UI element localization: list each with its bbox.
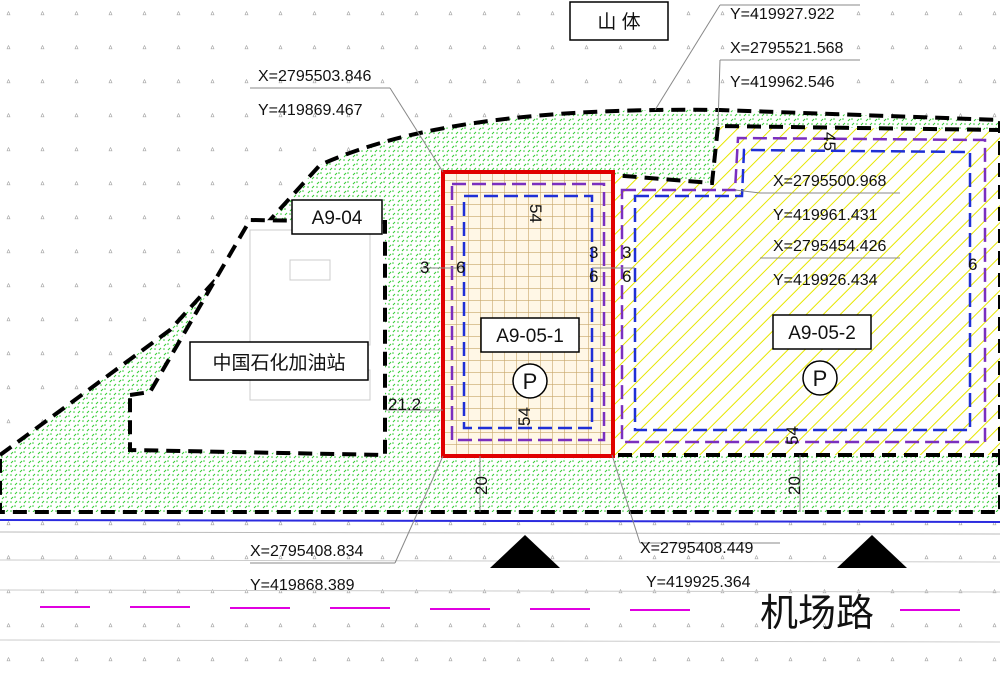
gas-station-footprint [128, 217, 387, 458]
plot-a9-05-1-area [443, 172, 613, 456]
leader-lines [250, 4, 900, 564]
a9-05-1-blue-line [462, 194, 594, 430]
plot-a9-05-1-label: A9-05-1 [496, 326, 564, 347]
dim-mid-6b: 6 [622, 267, 631, 286]
parking-symbol-1: P [523, 369, 538, 394]
dim-21-2: 21.2 [388, 395, 421, 414]
coord-x-7: X=2795408.449 [640, 540, 754, 557]
dim-mid-6: 6 [589, 267, 598, 286]
plot-a9-05-2-label-box [772, 314, 872, 350]
plot-a9-05-1-label-box [480, 317, 580, 353]
coord-x-3: X=2795503.846 [258, 68, 372, 85]
plot-a9-05-2-area [610, 123, 1000, 457]
road-lane-line [0, 639, 1000, 643]
dim-top-45: 45 [820, 132, 839, 151]
mountain-label-box [569, 1, 669, 41]
parking-symbol-2: P [813, 366, 828, 391]
road-edge-line [0, 519, 1000, 523]
coord-y-2: Y=419962.546 [730, 74, 835, 91]
coord-y-5: Y=419926.434 [773, 272, 878, 289]
coord-x-6: X=2795408.834 [250, 543, 364, 560]
dim-bottom-54: 54 [515, 407, 534, 426]
plot-a9-04-label: A9-04 [312, 208, 363, 229]
a9-05-1-purple-line [450, 182, 606, 442]
dim-left-3: 3 [420, 258, 429, 277]
dim-setback-20b: 20 [785, 476, 804, 495]
coord-y-top: Y=419927.922 [730, 6, 835, 23]
dim-setback-20a: 20 [472, 476, 491, 495]
parking-icon [802, 360, 838, 396]
dim-mid-3: 3 [589, 243, 598, 262]
dim-left-6: 6 [456, 258, 465, 277]
plot-a9-04-label-box [291, 199, 383, 235]
gas-station-label-box [189, 341, 369, 381]
plot-a9-05-1-red-outline [441, 170, 615, 458]
dim-mid-3b: 3 [622, 243, 631, 262]
mountain-label: 山 体 [597, 11, 640, 33]
coord-x-2: X=2795521.568 [730, 40, 844, 57]
coord-y-3: Y=419869.467 [258, 102, 363, 119]
north-triangle-marker-left-icon [490, 535, 560, 568]
a9-05-2-blue-line [633, 148, 972, 432]
dim-top-54: 54 [526, 204, 545, 223]
coord-x-4: X=2795500.968 [773, 173, 887, 190]
plot-a9-05-2-label: A9-05-2 [788, 323, 856, 344]
parking-icon [512, 363, 548, 399]
coord-y-4: Y=419961.431 [773, 207, 878, 224]
road-lane-line [0, 589, 1000, 593]
gas-station-label: 中国石化加油站 [212, 352, 345, 374]
coord-y-6: Y=419868.389 [250, 577, 355, 594]
dim-bottom-54b: 54 [783, 426, 802, 445]
road-name-label: 机场路 [760, 591, 874, 635]
coord-y-7: Y=419925.364 [646, 574, 751, 591]
dim-right-6: 6 [968, 255, 977, 274]
coord-x-5: X=2795454.426 [773, 238, 887, 255]
road-curb-line [0, 531, 1000, 535]
road-centerline [40, 606, 960, 611]
north-triangle-marker-right-icon [837, 535, 907, 568]
